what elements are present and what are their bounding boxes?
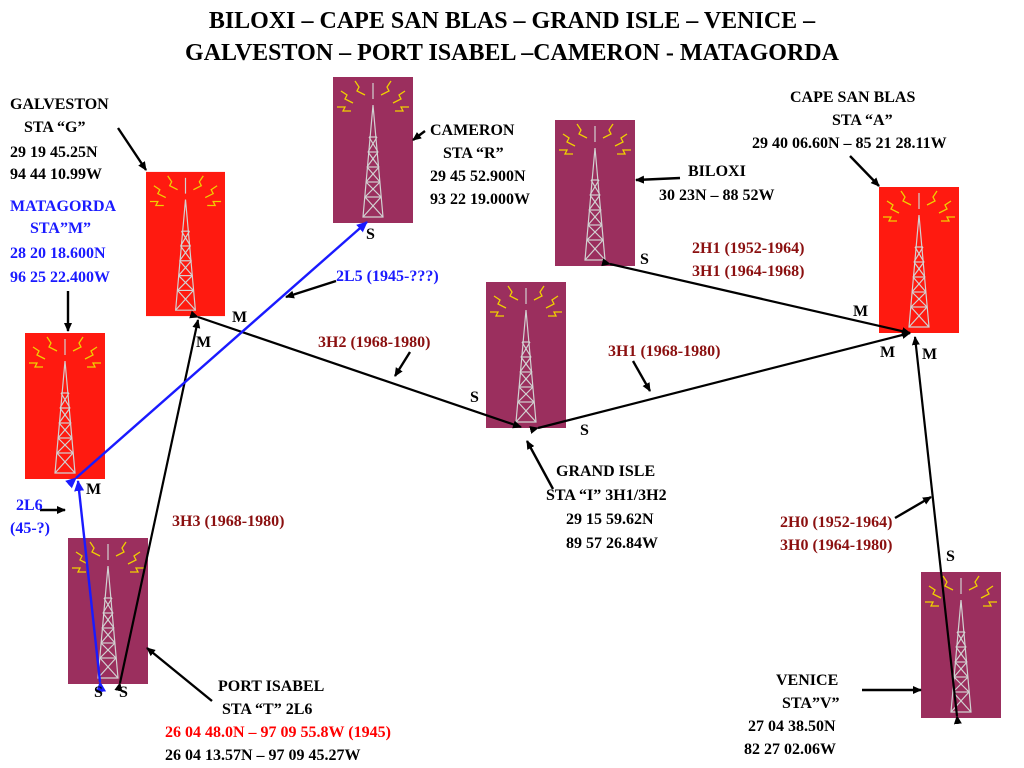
biloxi-name: BILOXI — [688, 163, 746, 180]
galveston-master-marker-1: M — [232, 309, 248, 326]
link-label-3h0: 3H0 (1964-1980) — [780, 537, 893, 554]
galveston-sta: STA “G” — [24, 119, 86, 136]
link-biloxi-capesanblas — [601, 258, 911, 336]
portisabel-slave-marker-2: S — [119, 684, 128, 701]
venice-lon: 82 27 02.06W — [744, 741, 836, 758]
biloxi-slave-marker: S — [640, 251, 649, 268]
link-label-2h1: 2H1 (1952-1964) — [692, 240, 805, 257]
galveston-name: GALVESTON — [10, 96, 109, 113]
grandisle-lat: 29 15 59.62N — [566, 511, 654, 528]
link-label-3h1-b: 3H1 (1964-1968) — [692, 263, 805, 280]
matagorda-lon: 96 25 22.400W — [10, 269, 110, 286]
capesanblas-name: CAPE SAN BLAS — [790, 89, 916, 106]
galveston-master-marker-2: M — [196, 334, 212, 351]
grandisle-sta: STA “I” 3H1/3H2 — [546, 487, 667, 504]
matagorda-name: MATAGORDA — [10, 198, 117, 215]
link-label-2l5: 2L5 (1945-???) — [336, 268, 439, 285]
link-matagorda-cameron — [65, 221, 368, 489]
biloxi-coords: 30 23N – 88 52W — [659, 187, 775, 204]
portisabel-name: PORT ISABEL — [218, 678, 325, 695]
biloxi-tower — [555, 120, 635, 266]
portisabel-sta: STA “T” 2L6 — [222, 701, 313, 718]
cameron-name: CAMERON — [430, 122, 515, 139]
title-line-1: BILOXI – CAPE SAN BLAS – GRAND ISLE – VE… — [208, 8, 816, 34]
galveston-lat: 29 19 45.25N — [10, 144, 98, 161]
grandisle-lon: 89 57 26.84W — [566, 535, 658, 552]
link-grandisle-capesanblas — [529, 331, 911, 434]
cameron-tower — [333, 77, 413, 223]
capesanblas-master-marker-3: M — [922, 346, 938, 363]
title-line-2: GALVESTON – PORT ISABEL –CAMERON - MATAG… — [185, 40, 839, 66]
matagorda-master-marker: M — [86, 481, 102, 498]
venice-lat: 27 04 38.50N — [748, 718, 836, 735]
link-label-3h2: 3H2 (1968-1980) — [318, 334, 431, 351]
link-label-2l6: 2L6 — [16, 497, 43, 514]
cameron-lat: 29 45 52.900N — [430, 168, 526, 185]
grandisle-slave-marker-1: S — [470, 389, 479, 406]
portisabel-slave-marker-1: S — [94, 684, 103, 701]
matagorda-lat: 28 20 18.600N — [10, 245, 106, 262]
cameron-sta: STA “R” — [443, 145, 504, 162]
link-venice-capesanblas — [911, 336, 962, 725]
link-portisabel-galveston — [114, 319, 201, 692]
venice-slave-marker: S — [946, 548, 955, 565]
matagorda-sta: STA”M” — [30, 220, 92, 237]
capesanblas-coords: 29 40 06.60N – 85 21 28.11W — [752, 135, 947, 152]
portisabel-coords-1945: 26 04 48.0N – 97 09 55.8W (1945) — [165, 724, 391, 741]
link-label-3h1: 3H1 (1968-1980) — [608, 343, 721, 360]
grandisle-slave-marker-2: S — [580, 422, 589, 439]
cameron-slave-marker: S — [366, 226, 375, 243]
link-label-2l6-years: (45-?) — [10, 520, 50, 537]
venice-sta: STA”V” — [782, 695, 840, 712]
link-portisabel-matagorda — [74, 480, 107, 693]
capesanblas-master-marker-2: M — [880, 344, 896, 361]
capesanblas-master-marker-1: M — [853, 303, 869, 320]
capesanblas-sta: STA “A” — [832, 112, 893, 129]
grandisle-name: GRAND ISLE — [556, 463, 656, 480]
cameron-lon: 93 22 19.000W — [430, 191, 530, 208]
link-label-2h0: 2H0 (1952-1964) — [780, 514, 893, 531]
link-label-3h3: 3H3 (1968-1980) — [172, 513, 285, 530]
portisabel-coords: 26 04 13.57N – 97 09 45.27W — [165, 747, 361, 764]
venice-name: VENICE — [776, 672, 839, 689]
galveston-lon: 94 44 10.99W — [10, 166, 102, 183]
